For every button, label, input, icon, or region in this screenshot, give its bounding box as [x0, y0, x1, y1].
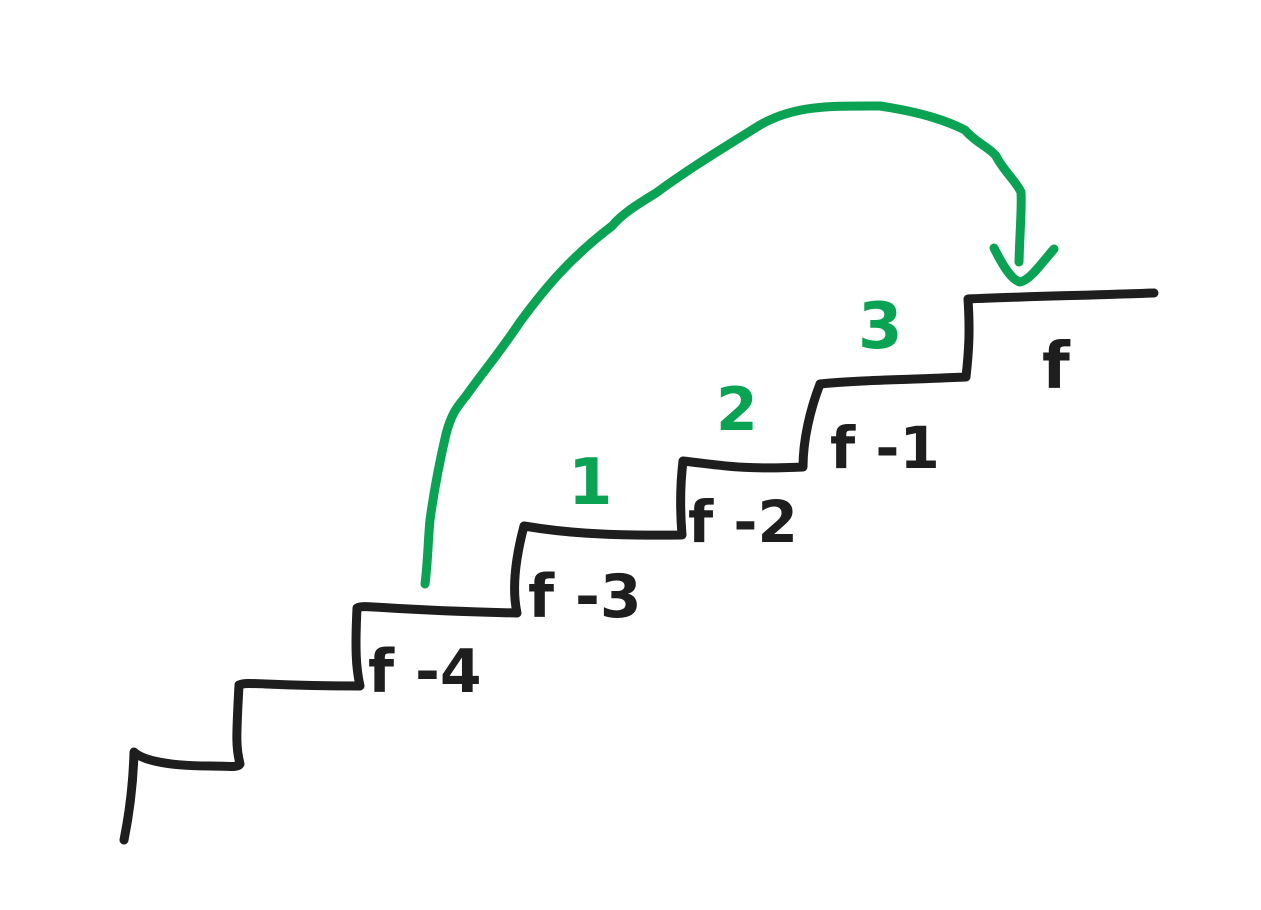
arrowhead [989, 243, 1059, 287]
step-count-2: 2 [716, 375, 758, 445]
staircase-outline [119, 288, 1159, 845]
step-label-f-minus-1: f -1 [830, 414, 940, 482]
step-count-3: 3 [858, 290, 903, 364]
step-label-f-minus-3: f -3 [528, 562, 642, 632]
step-label-f-minus-2: f -2 [688, 488, 798, 556]
jump-arrow [420, 101, 1026, 589]
step-label-f: f [1042, 330, 1071, 404]
step-label-f-minus-4: f -4 [368, 637, 482, 707]
step-count-1: 1 [568, 446, 613, 520]
